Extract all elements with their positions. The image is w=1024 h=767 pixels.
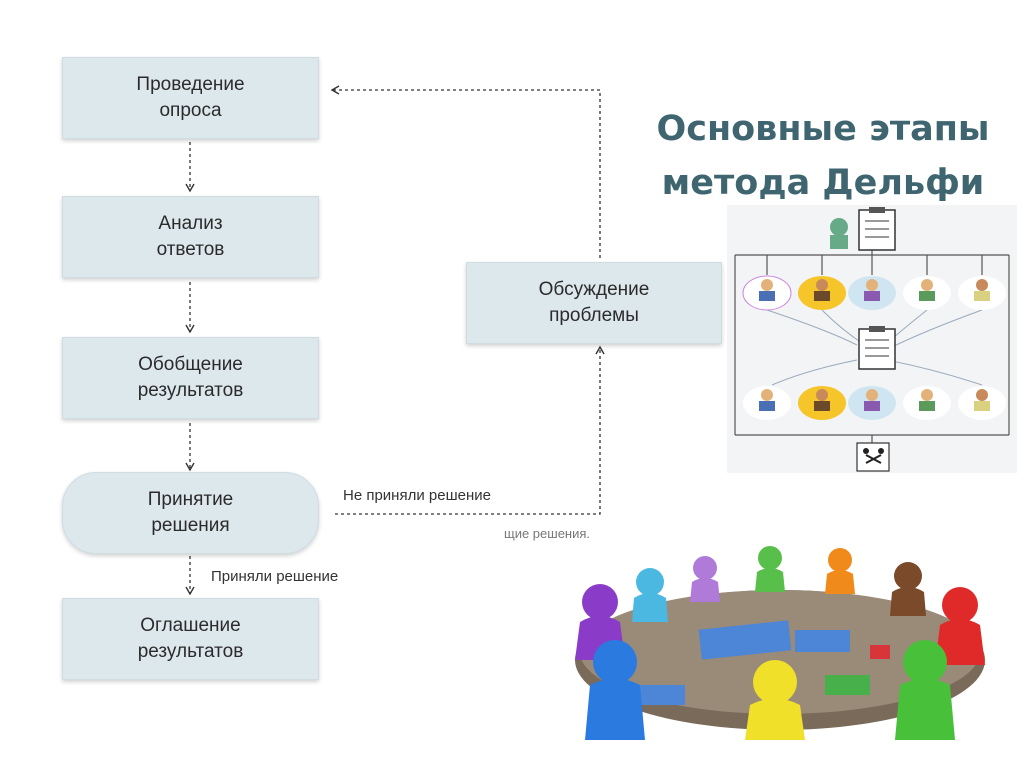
edge-label-decided: Приняли решение xyxy=(211,568,339,585)
node-analysis: Анализ ответов xyxy=(62,196,319,278)
slide-title: Основные этапы метода Дельфи xyxy=(656,109,990,203)
edge-label-not-decided: Не приняли решение xyxy=(343,487,491,504)
arrow-decision-discussion xyxy=(335,345,605,515)
node-decision: Принятие решения xyxy=(62,472,319,554)
node-summary: Обобщение результатов xyxy=(62,337,319,419)
clipboard-icon-top xyxy=(830,207,896,251)
node-announce: Оглашение результатов xyxy=(62,598,319,680)
node-discussion: Обсуждение проблемы xyxy=(466,262,722,344)
faded-text-fragment: щие решения. xyxy=(504,526,591,541)
node-survey: Проведение опроса xyxy=(62,57,319,139)
expert-network-illustration xyxy=(727,205,1017,473)
clipboard-icon-center xyxy=(858,326,896,370)
teamwork-puzzle-illustration xyxy=(575,546,985,740)
arrow-discussion-survey xyxy=(330,85,601,258)
